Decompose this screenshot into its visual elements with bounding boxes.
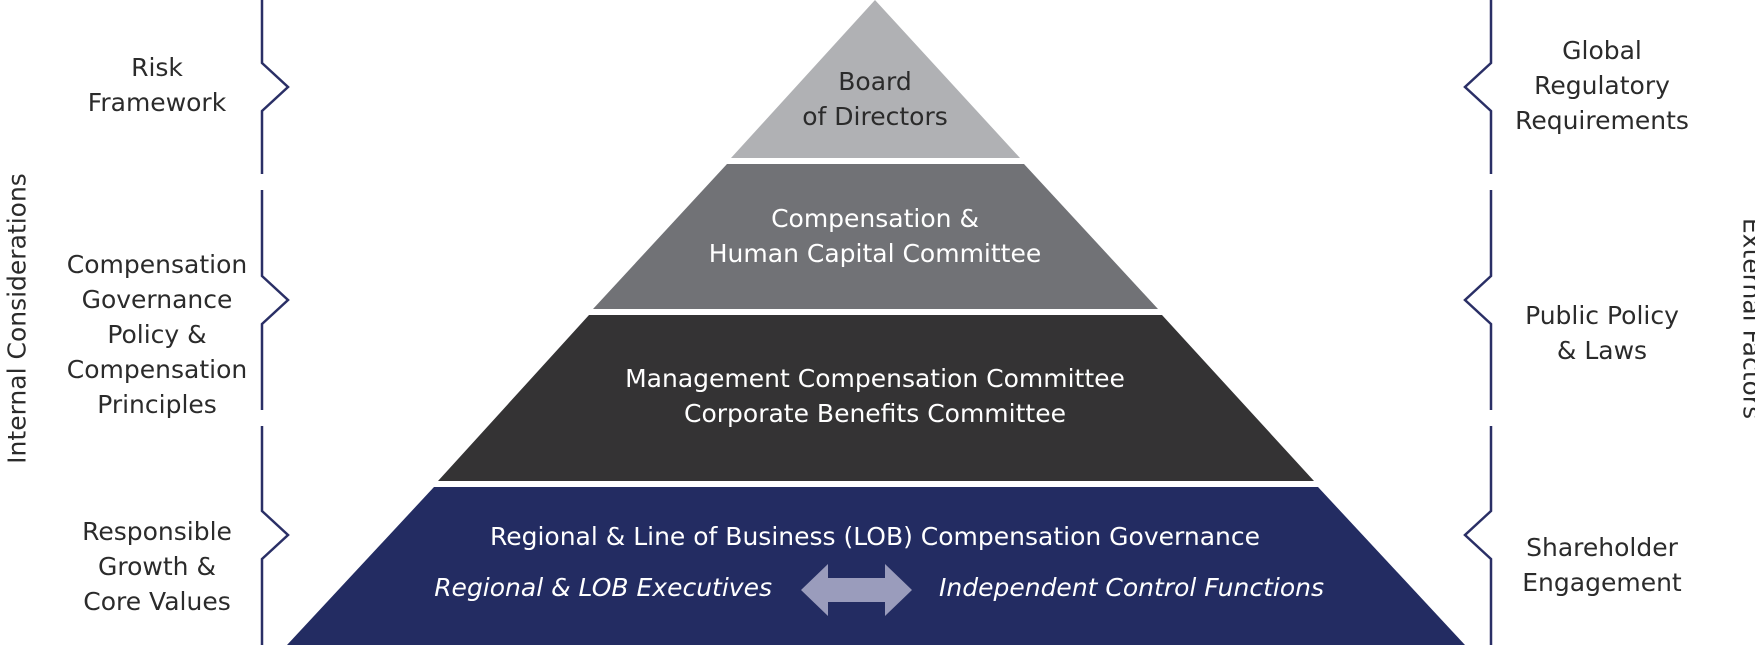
right-brace-3	[1463, 426, 1493, 645]
left-brace-1	[260, 0, 290, 174]
right-brace-1	[1463, 0, 1493, 174]
tier-compensation-committee-shape	[593, 164, 1158, 309]
external-factors-heading: External Factors	[1737, 217, 1755, 420]
left-item-responsible-growth: Responsible Growth & Core Values	[82, 517, 232, 616]
tier-management-committee-label: Management Compensation Committee Corpor…	[625, 364, 1125, 428]
double-arrow-icon	[801, 564, 912, 616]
right-item-shareholder-engagement: Shareholder Engagement	[1522, 533, 1682, 597]
right-item-public-policy: Public Policy & Laws	[1525, 301, 1679, 365]
left-brace-2	[260, 190, 290, 410]
tier-board-shape	[731, 0, 1020, 158]
tier-management-committee-shape	[438, 315, 1314, 481]
left-brace-3	[260, 426, 290, 645]
regional-lob-executives-label: Regional & LOB Executives	[434, 573, 772, 602]
right-item-global-regulatory: Global Regulatory Requirements	[1515, 36, 1689, 135]
internal-considerations-heading: Internal Considerations	[2, 173, 32, 464]
independent-control-functions-label: Independent Control Functions	[939, 573, 1324, 602]
tier-regional-governance-label: Regional & Line of Business (LOB) Compen…	[489, 522, 1261, 551]
left-item-risk-framework: Risk Framework	[87, 53, 227, 117]
left-item-compensation-governance: Compensation Governance Policy & Compens…	[66, 250, 248, 419]
tier-board-label: Board of Directors	[802, 67, 948, 131]
tier-compensation-committee-label: Compensation & Human Capital Committee	[708, 204, 1042, 268]
right-brace-2	[1463, 190, 1493, 410]
tier-regional-governance-shape	[287, 487, 1465, 645]
